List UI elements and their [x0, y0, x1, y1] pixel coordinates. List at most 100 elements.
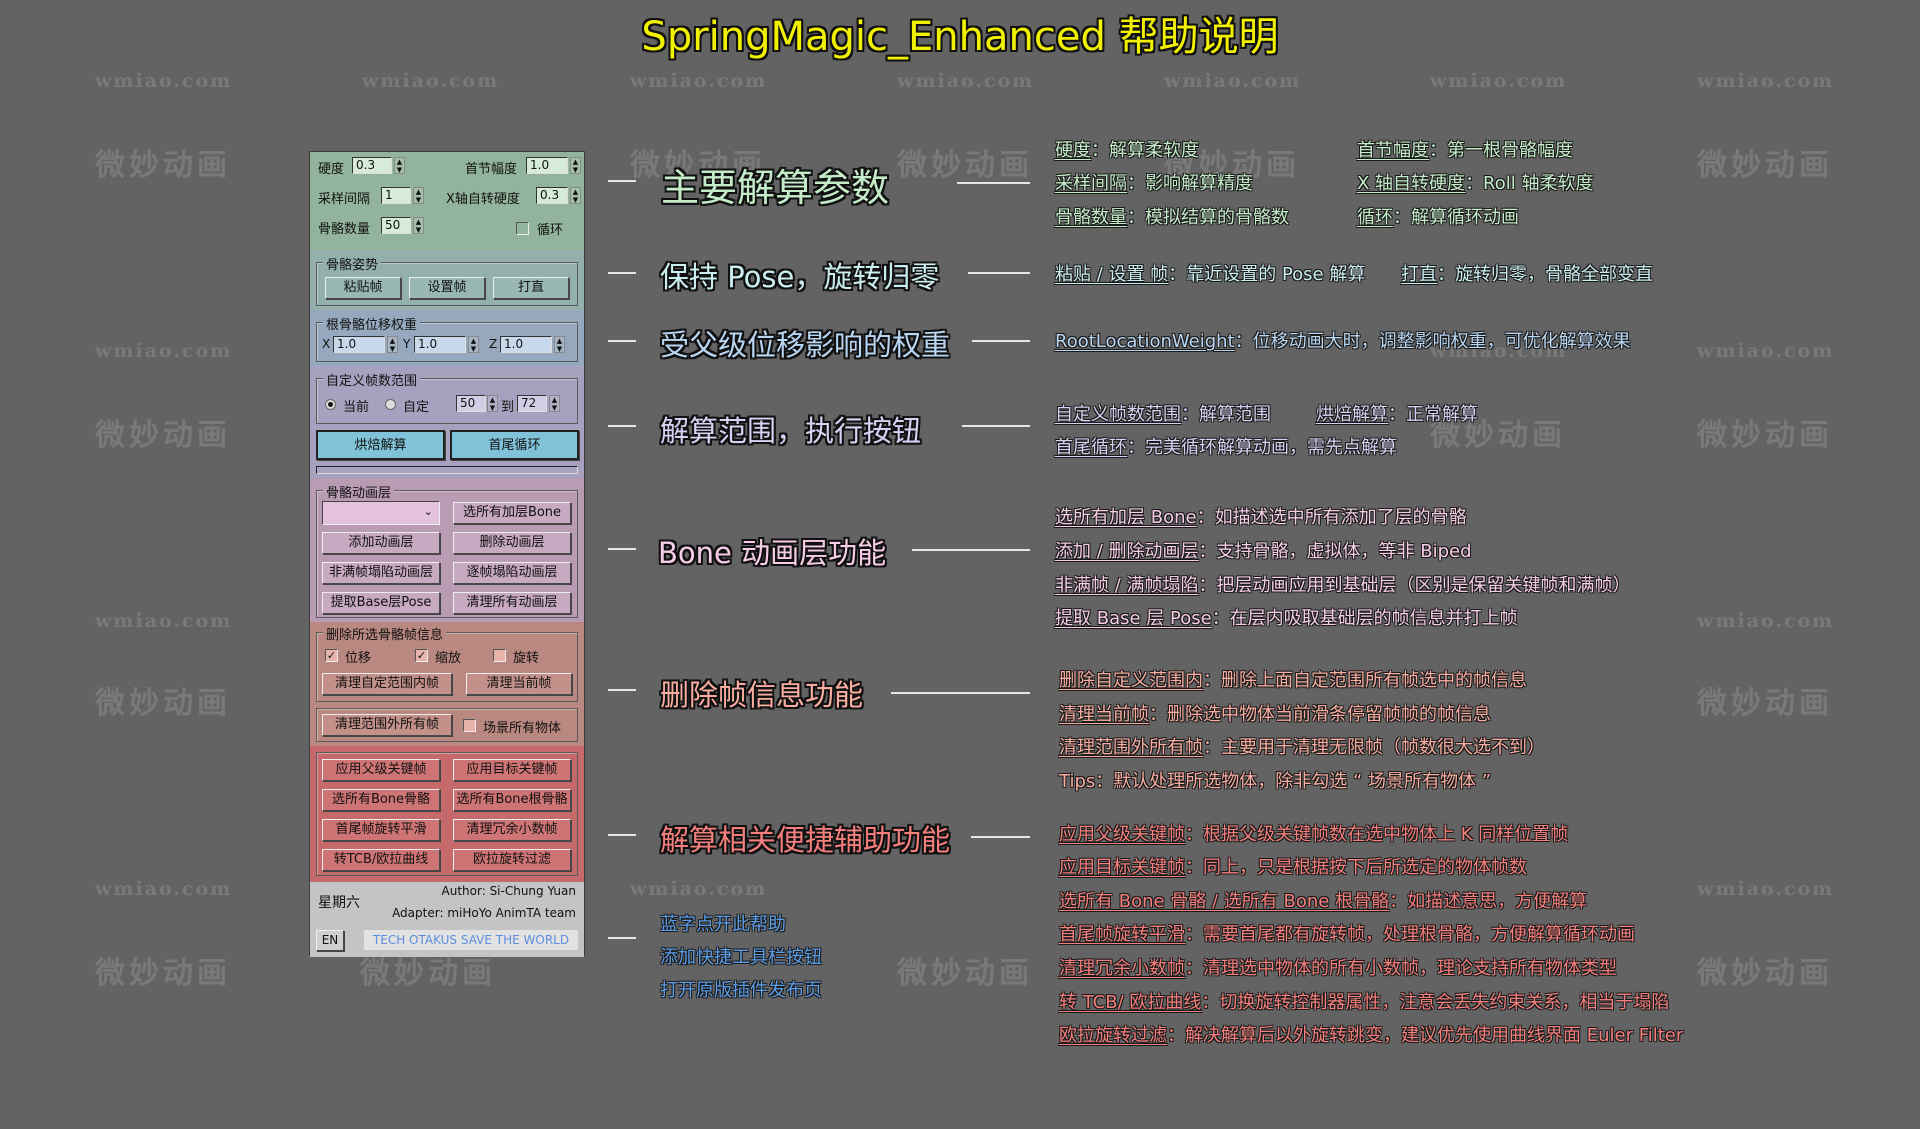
sample-spinner[interactable]: ▲▼	[413, 187, 424, 204]
straighten-button[interactable]: 打直	[493, 277, 569, 299]
watermark-cn: 微妙动画	[95, 956, 231, 991]
root-y-input[interactable]: 1.0	[414, 336, 466, 353]
watermark-url: wmiao.com	[95, 610, 233, 632]
loop-checkbox[interactable]	[516, 222, 529, 235]
delete-group: 删除所选骨骼帧信息 ✓ 位移 ✓ 缩放 旋转 清理自定范围内帧 清理当前帧	[316, 624, 578, 702]
watermark-cn: 微妙动画	[1697, 148, 1833, 183]
watermark-url: wmiao.com	[95, 340, 233, 362]
watermark-cn: 微妙动画	[897, 148, 1033, 183]
watermark-url: wmiao.com	[897, 70, 1035, 92]
desc-delete-1: 清理当前帧：删除选中物体当前滑条停留帧帧的帧信息	[1059, 700, 1491, 726]
set-frame-button[interactable]: 设置帧	[409, 277, 485, 299]
clear-in-range-button[interactable]: 清理自定范围内帧	[322, 673, 452, 695]
desc-tool-0: 应用父级关键帧：根据父级关键帧数在选中物体上 K 同样位置帧	[1059, 820, 1568, 846]
clear-subframes-button[interactable]: 清理冗余小数帧	[453, 819, 571, 841]
xroll-spinner[interactable]: ▲▼	[570, 187, 581, 204]
range-from-input[interactable]: 50	[456, 395, 486, 412]
bone-count-input[interactable]: 50	[381, 217, 411, 234]
sample-input[interactable]: 1	[381, 187, 411, 204]
xroll-input[interactable]: 0.3	[536, 187, 568, 204]
connector-line	[608, 180, 636, 182]
tools-group: 应用父级关键帧 应用目标关键帧 选所有Bone骨骼 选所有Bone根骨骼 首尾帧…	[316, 752, 578, 876]
desc-value: ：主要用于清理无限帧（帧数很大选不到）	[1203, 737, 1545, 758]
desc-key: 选所有 Bone 骨骼 / 选所有 Bone 根骨骼	[1059, 891, 1390, 912]
clear-outside-range-button[interactable]: 清理范围外所有帧	[322, 714, 452, 736]
extract-base-pose-button[interactable]: 提取Base层Pose	[322, 592, 440, 614]
select-all-bones-button[interactable]: 选所有Bone骨骼	[322, 789, 440, 811]
collapse-keys-button[interactable]: 非满帧塌陷动画层	[322, 562, 440, 584]
first-amp-spinner[interactable]: ▲▼	[570, 157, 581, 174]
connector-line	[608, 272, 636, 274]
bake-button[interactable]: 烘焙解算	[316, 430, 445, 460]
position-checkbox[interactable]: ✓	[325, 649, 338, 662]
apply-parent-keys-button[interactable]: 应用父级关键帧	[322, 759, 440, 781]
desc-value: ：模拟结算的骨骼数	[1127, 207, 1289, 228]
range-current-radio[interactable]	[325, 399, 336, 410]
scale-checkbox[interactable]: ✓	[415, 649, 428, 662]
watermark-url: wmiao.com	[95, 878, 233, 900]
watermark-cn: 微妙动画	[95, 418, 231, 453]
desc-value: ：根据父级关键帧数在选中物体上 K 同样位置帧	[1185, 824, 1569, 845]
rotation-checkbox[interactable]	[493, 649, 506, 662]
select-layered-bones-button[interactable]: 选所有加层Bone	[453, 502, 571, 524]
watermark-cn: 微妙动画	[897, 956, 1033, 991]
collapse-perframe-button[interactable]: 逐帧塌陷动画层	[453, 562, 571, 584]
desc-key: 清理当前帧	[1059, 704, 1149, 725]
loop-bake-button[interactable]: 首尾循环	[450, 430, 579, 460]
watermark-cn: 微妙动画	[95, 148, 231, 183]
add-layer-button[interactable]: 添加动画层	[322, 532, 440, 554]
desc-value: ：在层内吸取基础层的帧信息并打上帧	[1211, 608, 1518, 629]
clear-current-button[interactable]: 清理当前帧	[466, 673, 572, 695]
help-link-open[interactable]: 蓝字点开此帮助	[660, 914, 786, 935]
watermark-url: wmiao.com	[362, 70, 500, 92]
stiffness-input[interactable]: 0.3	[352, 157, 392, 174]
range-from-spinner[interactable]: ▲▼	[487, 395, 498, 412]
tech-otakus-link[interactable]: TECH OTAKUS SAVE THE WORLD	[364, 930, 578, 950]
euler-filter-button[interactable]: 欧拉旋转过滤	[453, 849, 571, 871]
clear-all-layers-button[interactable]: 清理所有动画层	[453, 592, 571, 614]
author-label: Author: Si-Chung Yuan	[441, 884, 576, 898]
springmagic-panel: 硬度 0.3 ▲▼ 首节幅度 1.0 ▲▼ 采样间隔 1 ▲▼ X轴自转硬度 0…	[309, 151, 585, 957]
desc-sample: 采样间隔：影响解算精度	[1055, 169, 1253, 195]
root-x-spinner[interactable]: ▲▼	[387, 336, 398, 353]
root-y-spinner[interactable]: ▲▼	[468, 336, 479, 353]
desc-key: 应用目标关键帧	[1059, 857, 1185, 878]
watermark-cn: 微妙动画	[1697, 686, 1833, 721]
range-custom-radio[interactable]	[385, 399, 396, 410]
root-x-input[interactable]: 1.0	[333, 336, 385, 353]
connector-line	[972, 340, 1030, 342]
convert-tcb-euler-button[interactable]: 转TCB/欧拉曲线	[322, 849, 440, 871]
range-to-spinner[interactable]: ▲▼	[549, 395, 560, 412]
desc-key: 采样间隔	[1055, 173, 1127, 194]
range-custom-label: 自定	[403, 400, 430, 415]
desc-tool-3: 首尾帧旋转平滑：需要首尾都有旋转帧，处理根骨骼，方便解算循环动画	[1059, 920, 1635, 946]
clear-outside-group: 清理范围外所有帧 场景所有物体	[316, 708, 578, 742]
section-heading-root-weight: 受父级位移影响的权重	[660, 328, 951, 362]
root-z-spinner[interactable]: ▲▼	[554, 336, 565, 353]
desc-loop: 循环：解算循环动画	[1357, 203, 1519, 229]
bone-count-spinner[interactable]: ▲▼	[413, 217, 424, 234]
scene-all-checkbox[interactable]	[463, 719, 476, 732]
help-link-toolbar[interactable]: 添加快捷工具栏按钮	[660, 947, 822, 968]
position-label: 位移	[345, 651, 372, 666]
smooth-rotation-button[interactable]: 首尾帧旋转平滑	[322, 819, 440, 841]
stiffness-spinner[interactable]: ▲▼	[394, 157, 405, 174]
paste-frame-button[interactable]: 粘贴帧	[325, 277, 401, 299]
root-weight-group-title: 根骨骼位移权重	[323, 314, 421, 333]
range-to-label: 到	[501, 400, 515, 415]
desc-value: ：删除选中物体当前滑条停留帧帧的帧信息	[1149, 704, 1491, 725]
layer-dropdown[interactable]: ⌄	[322, 501, 440, 525]
sample-label: 采样间隔	[318, 192, 371, 207]
range-band: 自定义帧数范围 当前 自定 50 ▲▼ 到 72 ▲▼ 烘焙解算 首尾循环	[310, 366, 584, 478]
apply-target-keys-button[interactable]: 应用目标关键帧	[453, 759, 571, 781]
desc-key: 循环	[1357, 207, 1393, 228]
adapter-label: Adapter: miHoYo AnimTA team	[392, 906, 576, 920]
range-to-input[interactable]: 72	[517, 395, 547, 412]
select-root-bones-button[interactable]: 选所有Bone根骨骼	[453, 789, 571, 811]
desc-layer-3: 提取 Base 层 Pose：在层内吸取基础层的帧信息并打上帧	[1055, 604, 1518, 630]
delete-layer-button[interactable]: 删除动画层	[453, 532, 571, 554]
help-link-original[interactable]: 打开原版插件发布页	[660, 980, 822, 1001]
first-amp-input[interactable]: 1.0	[526, 157, 568, 174]
root-z-input[interactable]: 1.0	[500, 336, 552, 353]
language-button[interactable]: EN	[316, 930, 344, 951]
